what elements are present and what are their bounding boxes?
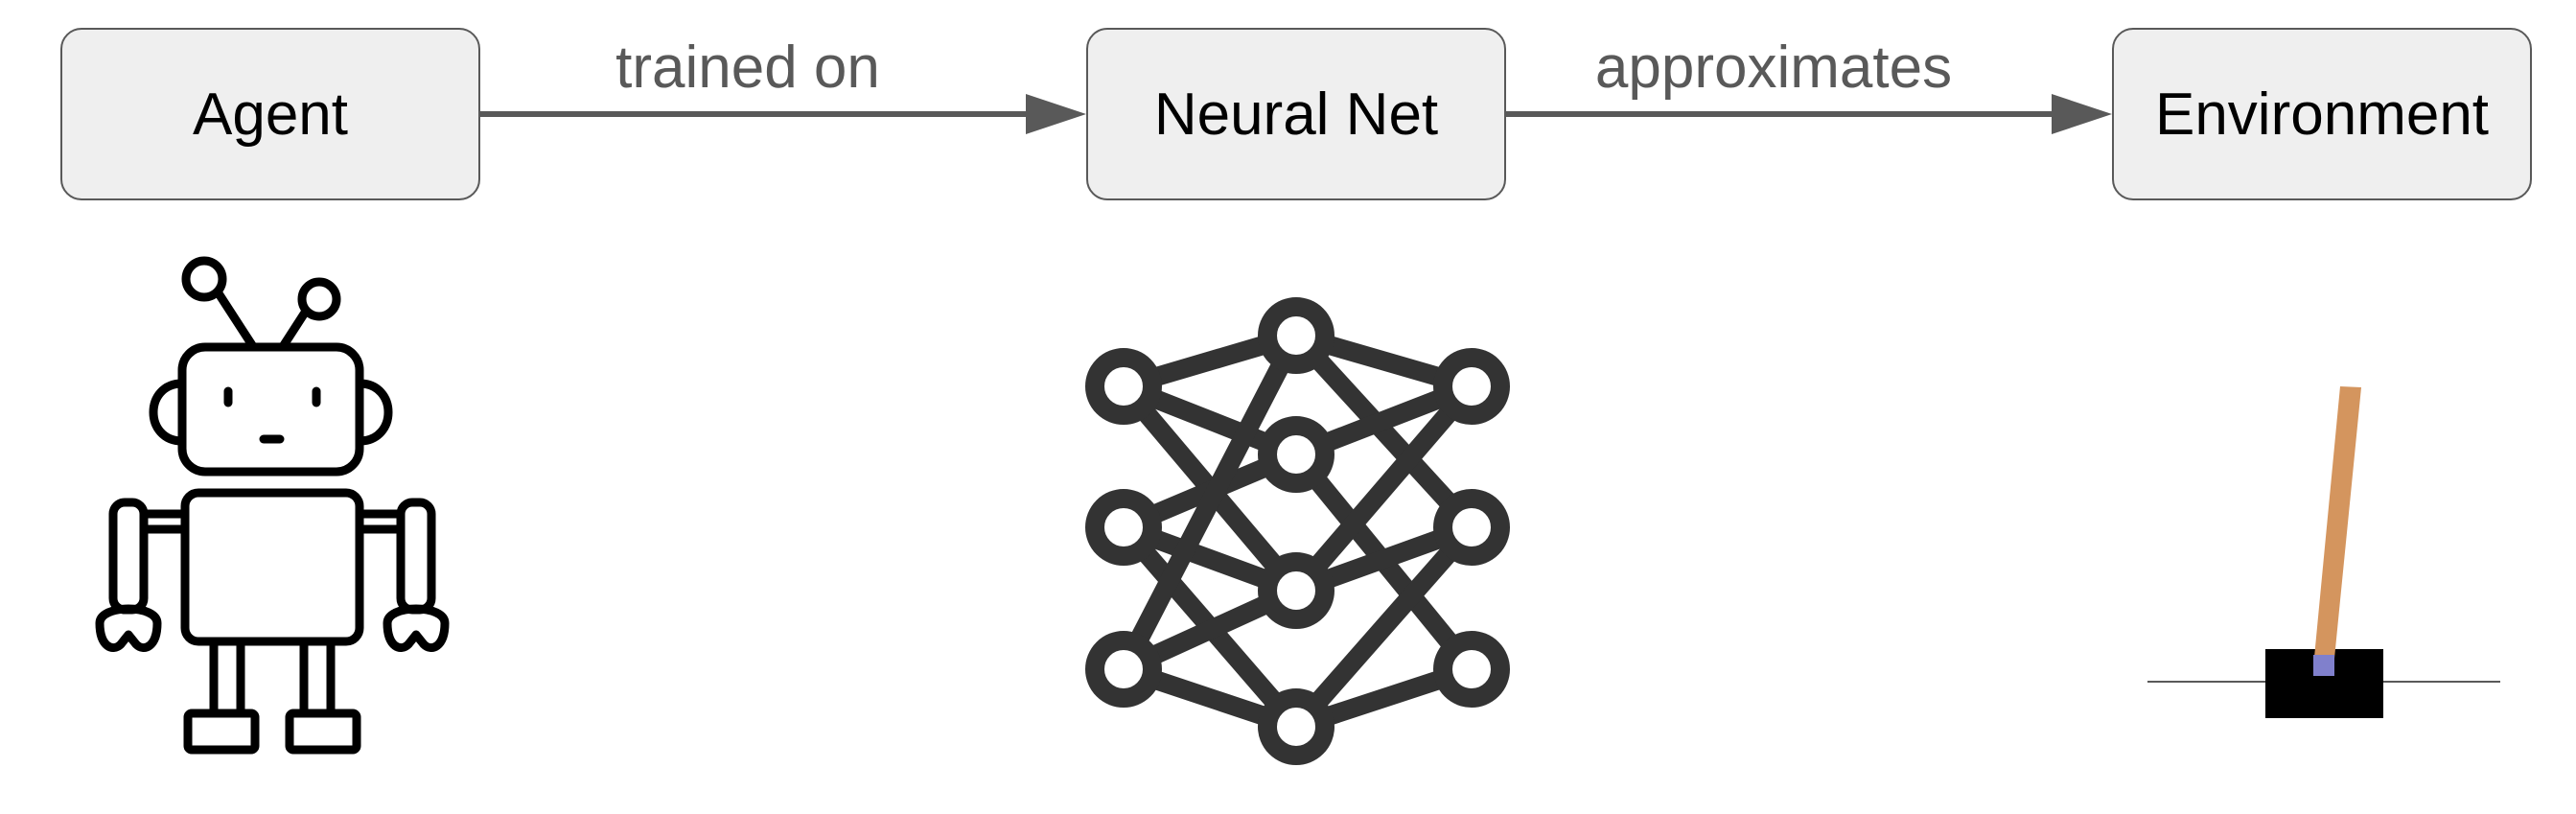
- agent-node: Agent: [60, 28, 480, 200]
- cartpole-icon: [2147, 386, 2500, 718]
- arrow-approximates: [1506, 94, 2112, 134]
- edge-label-trained-on: trained on: [615, 35, 880, 101]
- environment-node: Environment: [2112, 28, 2532, 200]
- edge-label-approximates: approximates: [1594, 35, 1953, 101]
- neural-network-icon: [1085, 297, 1510, 765]
- axle: [2313, 655, 2334, 676]
- neural-net-node: Neural Net: [1086, 28, 1506, 200]
- agent-node-label: Agent: [192, 81, 349, 148]
- neural-net-node-label: Neural Net: [1153, 81, 1439, 148]
- environment-node-label: Environment: [2154, 81, 2490, 148]
- pole: [2313, 386, 2361, 668]
- arrow-trained-on: [480, 94, 1086, 134]
- robot-icon: [95, 256, 450, 755]
